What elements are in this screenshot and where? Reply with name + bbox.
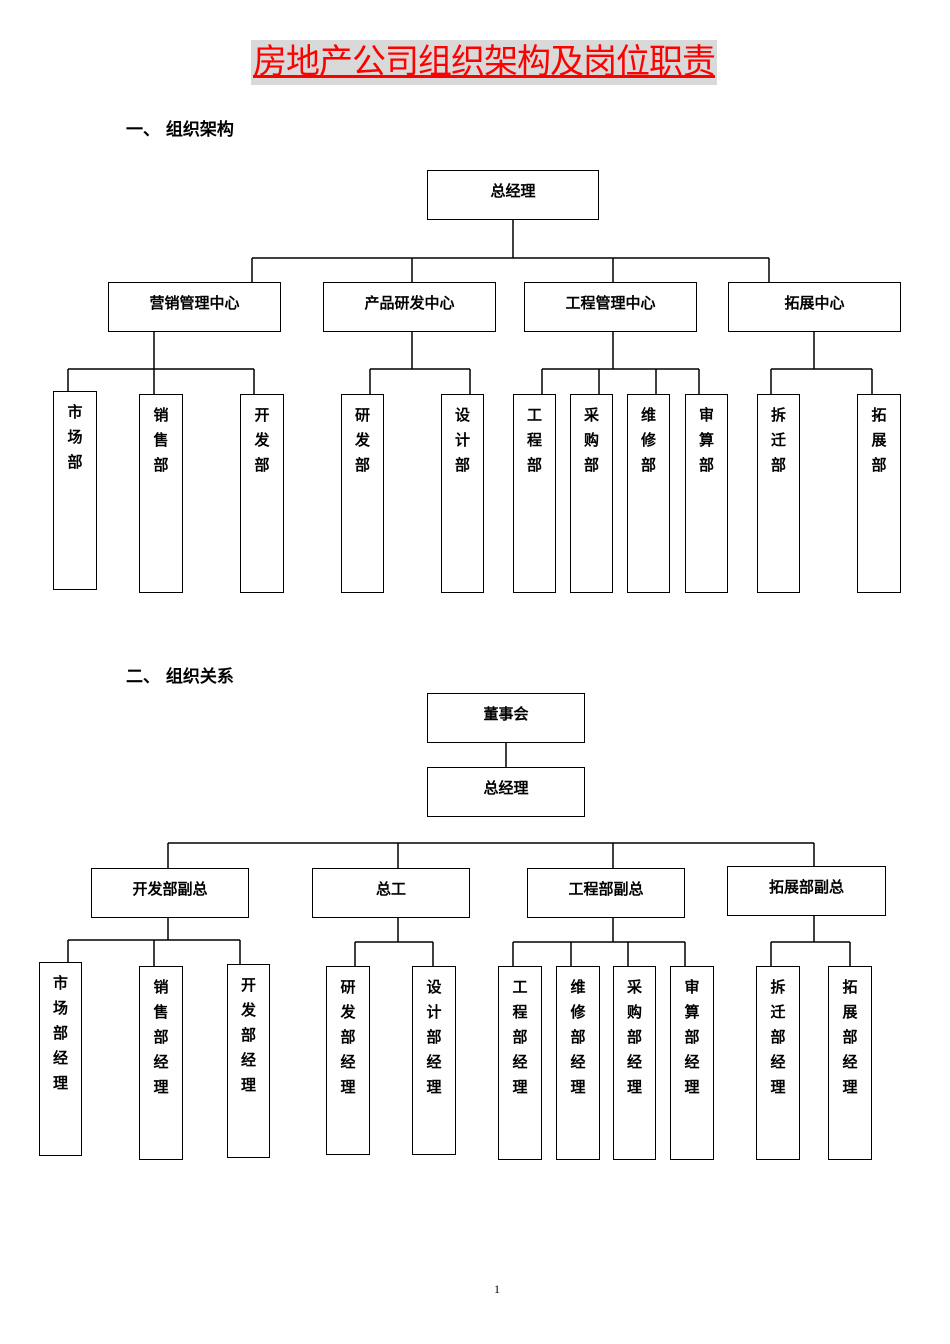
dept-label: 拆迁部	[770, 406, 786, 474]
org-box-manager: 维修部经理	[556, 966, 600, 1160]
manager-label: 采购部经理	[626, 978, 642, 1096]
dept-label: 采购部	[583, 406, 599, 474]
dept-label: 设计部	[454, 406, 470, 474]
dept-label: 审算部	[698, 406, 714, 474]
org-box-dept: 维修部	[627, 394, 670, 593]
org-box-deputy: 开发部副总	[91, 868, 249, 918]
org-box-general-manager: 总经理	[427, 170, 599, 220]
org-box-manager: 拓展部经理	[828, 966, 872, 1160]
org-box-manager: 研发部经理	[326, 966, 370, 1155]
org-box-dept: 工程部	[513, 394, 556, 593]
manager-label: 维修部经理	[570, 978, 586, 1096]
org-box-dept: 审算部	[685, 394, 728, 593]
org-box-manager: 销售部经理	[139, 966, 183, 1160]
org-box-manager: 市场部经理	[39, 962, 82, 1156]
org-box-dept: 市场部	[53, 391, 97, 590]
org-box-engineering-center: 工程管理中心	[524, 282, 697, 332]
org-box-dept: 开发部	[240, 394, 284, 593]
manager-label: 审算部经理	[684, 978, 700, 1096]
org-box-marketing-center: 营销管理中心	[108, 282, 281, 332]
dept-label: 销售部	[153, 406, 169, 474]
org-box-gm: 总经理	[427, 767, 585, 817]
document-title: 房地产公司组织架构及岗位职责	[251, 40, 717, 85]
org-box-manager: 开发部经理	[227, 964, 270, 1158]
dept-label: 市场部	[67, 403, 83, 471]
org-box-dept: 销售部	[139, 394, 183, 593]
dept-label: 拓展部	[871, 406, 887, 474]
org-box-manager: 审算部经理	[670, 966, 714, 1160]
org-box-manager: 拆迁部经理	[756, 966, 800, 1160]
org-box-dept: 设计部	[441, 394, 484, 593]
org-box-manager: 工程部经理	[498, 966, 542, 1160]
org-box-dept: 研发部	[341, 394, 384, 593]
org-box-deputy: 总工	[312, 868, 470, 918]
org-box-board: 董事会	[427, 693, 585, 743]
org-box-deputy: 拓展部副总	[727, 866, 886, 916]
dept-label: 开发部	[254, 406, 270, 474]
manager-label: 研发部经理	[340, 978, 356, 1096]
org-box-product-rd-center: 产品研发中心	[323, 282, 496, 332]
org-box-deputy: 工程部副总	[527, 868, 685, 918]
section-heading-relations: 二、 组织关系	[126, 667, 234, 687]
dept-label: 维修部	[640, 406, 656, 474]
manager-label: 拆迁部经理	[770, 978, 786, 1096]
org-box-dept: 拆迁部	[757, 394, 800, 593]
org-box-manager: 设计部经理	[412, 966, 456, 1155]
manager-label: 设计部经理	[426, 978, 442, 1096]
manager-label: 开发部经理	[240, 976, 256, 1094]
manager-label: 拓展部经理	[842, 978, 858, 1096]
org-box-manager: 采购部经理	[613, 966, 656, 1160]
manager-label: 市场部经理	[52, 974, 68, 1092]
dept-label: 工程部	[526, 406, 542, 474]
page-number: 1	[494, 1282, 500, 1296]
dept-label: 研发部	[354, 406, 370, 474]
org-box-expansion-center: 拓展中心	[728, 282, 901, 332]
org-box-dept: 拓展部	[857, 394, 901, 593]
org-box-dept: 采购部	[570, 394, 613, 593]
section-heading-structure: 一、 组织架构	[126, 120, 234, 140]
manager-label: 销售部经理	[153, 978, 169, 1096]
manager-label: 工程部经理	[512, 978, 528, 1096]
